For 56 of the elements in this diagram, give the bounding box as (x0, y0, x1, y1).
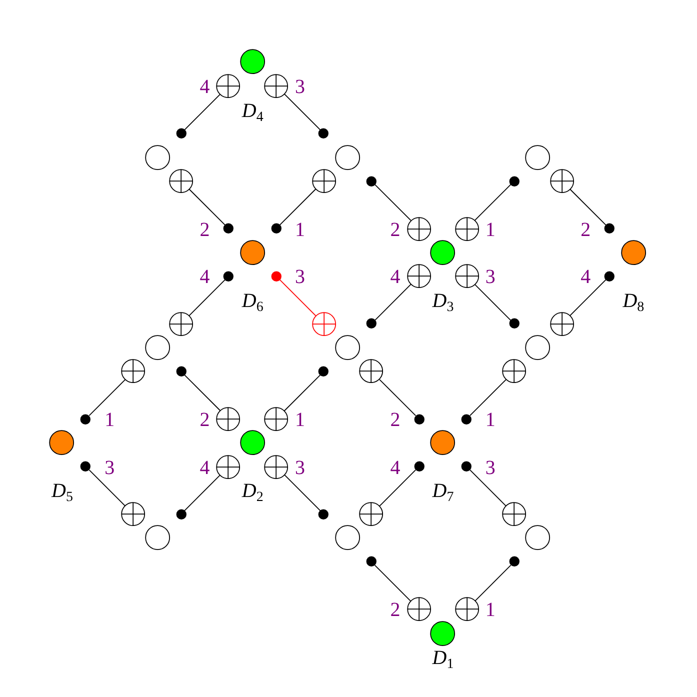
connector-line (184, 93, 221, 130)
connector-line (379, 470, 416, 507)
connector-line (88, 470, 126, 507)
connector-line (374, 564, 412, 602)
port-number: 1 (294, 408, 305, 432)
connector-line (279, 188, 316, 226)
port-number: 1 (485, 218, 496, 242)
connector-line (569, 279, 606, 316)
connector-line (88, 379, 126, 416)
port-number: 2 (390, 408, 400, 432)
connector-line (184, 474, 221, 512)
port-number: 3 (294, 74, 305, 99)
connector-line (374, 184, 412, 221)
node-label: D$_{4}$ (242, 98, 264, 123)
node-label: D$_{2}$ (242, 479, 264, 504)
port-number: 3 (485, 265, 496, 290)
port-number: 2 (390, 598, 400, 622)
connector-line (184, 374, 221, 412)
connector-line (284, 93, 321, 130)
port-number: 4 (200, 456, 210, 480)
port-number: 4 (200, 74, 210, 99)
node-label: D$_{1}$ (432, 646, 454, 670)
port-number: 3 (104, 456, 115, 480)
port-number: 2 (200, 408, 210, 432)
port-number: 2 (200, 218, 210, 242)
node-label: D$_{3}$ (432, 289, 454, 313)
connector-line (188, 279, 226, 316)
port-number: 4 (200, 265, 210, 290)
port-number: 3 (485, 456, 496, 480)
connector-line (188, 188, 226, 226)
port-number: 2 (390, 218, 400, 242)
connector-line (569, 188, 606, 226)
connector-line (284, 374, 321, 412)
node-label: D$_{8}$ (622, 289, 644, 313)
connector-line (379, 379, 416, 416)
port-number: 1 (485, 408, 496, 432)
port-number: 3 (294, 456, 305, 480)
port-number: 1 (104, 408, 115, 432)
connector-line (470, 470, 507, 507)
connector-line (474, 284, 512, 321)
port-number: 4 (390, 456, 400, 480)
node-label: D$_{6}$ (242, 289, 264, 313)
connector-line (374, 284, 412, 321)
port-number: 4 (390, 265, 400, 290)
connector-line (474, 564, 512, 602)
connector-line (279, 279, 316, 316)
port-number: 2 (580, 218, 591, 242)
port-number: 3 (294, 265, 305, 290)
port-number: 1 (485, 598, 496, 622)
connector-line (470, 379, 507, 416)
port-number: 4 (580, 265, 591, 290)
connector-line (284, 474, 321, 512)
node-label: D$_{5}$ (52, 479, 73, 504)
node-label: D$_{7}$ (432, 479, 454, 504)
connector-line (474, 184, 512, 221)
port-number: 1 (294, 218, 305, 242)
